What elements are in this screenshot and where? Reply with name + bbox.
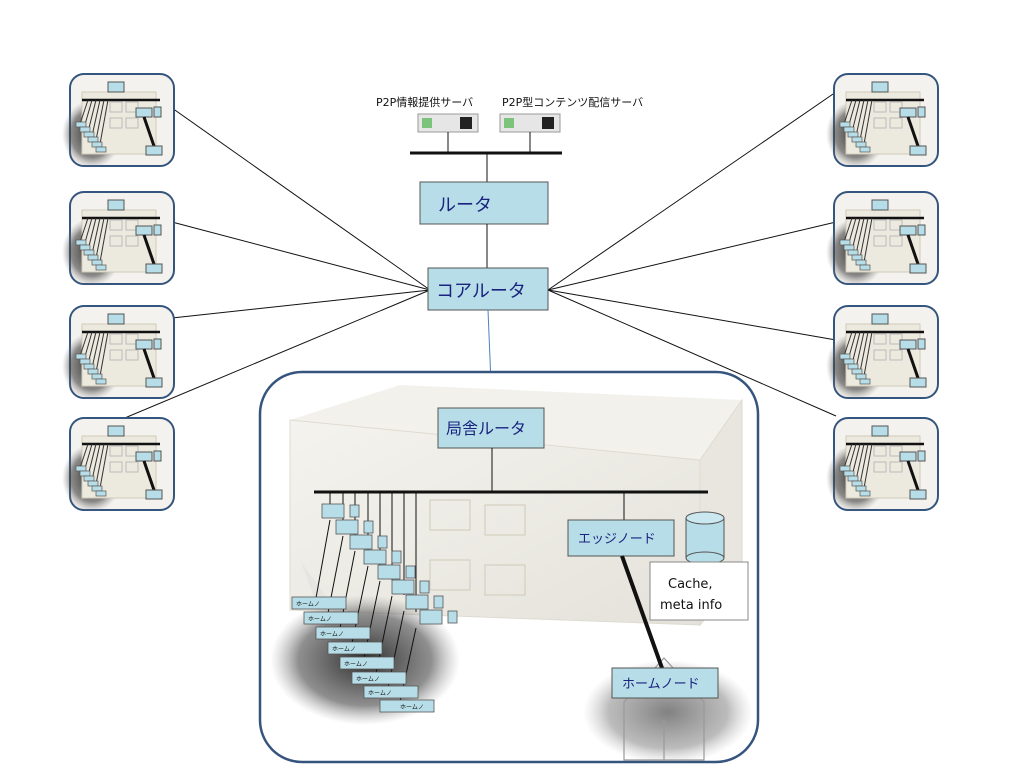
remote-building-right-1 <box>824 72 940 170</box>
edge-node-box: エッジノード <box>567 519 675 557</box>
remote-building-right-2 <box>824 190 940 288</box>
cache-line1: Cache, <box>668 577 713 592</box>
office-router-box: 局舎ルータ <box>437 407 545 449</box>
remote-building-left-2 <box>60 190 176 288</box>
stack-label-2: ホームノ <box>308 616 332 623</box>
server-info <box>417 113 479 133</box>
remote-building-left-3 <box>60 304 176 402</box>
side-links <box>119 91 837 421</box>
stack-label-5: ホームノ <box>344 661 368 668</box>
edge-node-label: エッジノード <box>578 532 656 547</box>
cache-database-icon <box>685 511 725 565</box>
remote-building-left-4 <box>60 416 176 514</box>
router-box: ルータ <box>419 181 549 225</box>
home-node-box: ホームノード <box>611 667 719 699</box>
stack-label-1: ホームノ <box>296 601 320 608</box>
home-node-stack: ホームノ ホームノ ホームノ ホームノ ホームノ ホームノ ホームノ ホームノ <box>291 492 458 713</box>
remote-building-left-1 <box>60 72 176 170</box>
stack-label-6: ホームノ <box>356 676 380 683</box>
cache-info-box: Cache, meta info <box>649 561 749 621</box>
remote-building-right-3 <box>824 304 940 402</box>
core-router-box: コアルータ <box>427 267 549 311</box>
cache-line2: meta info <box>660 598 722 613</box>
remote-building-right-4 <box>824 416 940 514</box>
edge-home-link <box>620 555 664 669</box>
home-node-label: ホームノード <box>622 677 700 692</box>
stack-label-4: ホームノ <box>332 646 356 653</box>
stack-label-8: ホームノ <box>400 704 424 711</box>
router-label: ルータ <box>438 195 492 216</box>
office-router-label: 局舎ルータ <box>446 419 526 438</box>
server-content-label: P2P型コンテンツ配信サーバ <box>502 95 643 109</box>
core-router-label: コアルータ <box>436 281 526 302</box>
stack-label-7: ホームノ <box>368 690 392 697</box>
stack-label-3: ホームノ <box>320 631 344 638</box>
server-content <box>499 113 561 133</box>
house-icon <box>623 657 705 761</box>
server-info-label: P2P情報提供サーバ <box>376 95 473 109</box>
